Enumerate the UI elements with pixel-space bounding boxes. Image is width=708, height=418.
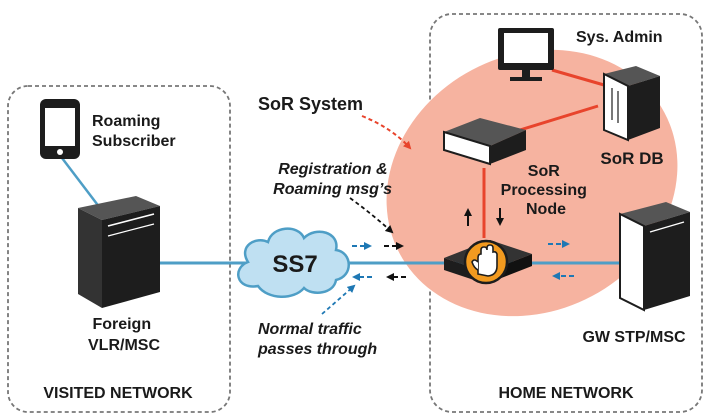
gw-stp-msc-label: GW STP/MSC: [582, 329, 686, 346]
server-icon: [78, 196, 160, 308]
stop-hand-icon: [463, 239, 509, 285]
cloud-icon: [237, 227, 350, 298]
normal-traffic-label: Normal traffic passes through: [257, 321, 377, 358]
roaming-subscriber-label: Roaming Subscriber: [92, 113, 176, 150]
home-network-label: HOME NETWORK: [498, 385, 634, 402]
phone-link-line: [61, 157, 101, 209]
phone-icon: [40, 99, 80, 159]
sor-link-admin-db: [551, 68, 605, 87]
sor-db-label: SoR DB: [600, 149, 663, 168]
database-server-icon: [603, 66, 660, 142]
sor-system-pointer: [361, 115, 412, 150]
sor-link-node-db: [519, 104, 599, 132]
registration-pointer: [349, 197, 394, 234]
processing-node-icon: [443, 118, 526, 166]
registration-label: Registration & Roaming msg’s: [273, 161, 392, 198]
visited-network-label: VISITED NETWORK: [43, 385, 193, 402]
home-network-boundary: [429, 13, 703, 413]
monitor-icon: [498, 28, 554, 81]
visited-network-boundary: [7, 85, 231, 413]
sor-processing-node-label: SoR Processing Node: [501, 163, 592, 218]
ss7-label: SS7: [272, 251, 317, 278]
sys-admin-label: Sys. Admin: [576, 29, 663, 46]
sor-system-label: SoR System: [258, 94, 363, 114]
foreign-vlr-label: Foreign VLR/MSC: [88, 316, 160, 354]
gw-server-icon: [619, 202, 690, 312]
normal-traffic-pointer: [321, 284, 356, 315]
